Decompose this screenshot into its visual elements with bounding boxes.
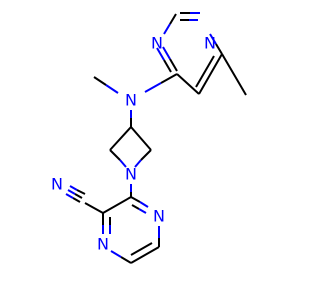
bond	[169, 13, 177, 25]
bond	[74, 193, 83, 199]
atom-label-pyrimidine-n-right: N	[204, 34, 216, 53]
atom-label-nitrile-n: N	[51, 175, 63, 194]
bond	[130, 196, 141, 203]
bond	[130, 242, 153, 256]
bond	[110, 250, 122, 258]
bond	[69, 185, 78, 191]
azetidine-ring	[109, 126, 152, 168]
nitrile-group	[65, 185, 104, 214]
bond	[84, 202, 104, 214]
bond	[109, 149, 121, 161]
bond	[156, 47, 165, 61]
atom-label-pyrazine-n-lower: N	[97, 235, 109, 254]
bond	[176, 73, 200, 95]
bond	[163, 23, 171, 35]
bond	[160, 73, 178, 84]
bond	[162, 46, 171, 60]
bond	[65, 193, 74, 199]
bond	[195, 55, 215, 88]
atom-label-amine-n: N	[125, 91, 137, 110]
bond	[130, 246, 160, 264]
bond	[93, 76, 107, 86]
pyrimidine-methyl-bond	[221, 53, 247, 96]
bond	[144, 82, 162, 93]
amine-bonds	[93, 73, 178, 127]
bond	[76, 189, 86, 195]
bond	[130, 126, 152, 151]
bond	[119, 159, 127, 168]
bond	[169, 58, 178, 72]
pyrazine-ring	[102, 196, 160, 264]
bond	[139, 201, 149, 208]
atom-label-azetidine-n: N	[125, 165, 137, 184]
bond	[131, 204, 140, 210]
bond	[134, 159, 142, 168]
pyrimidine-ring	[156, 12, 223, 95]
bond	[120, 256, 132, 264]
bond	[209, 33, 217, 45]
molecule-structure-diagram: N N N N N N N	[51, 12, 247, 264]
bond	[72, 197, 81, 203]
bond	[102, 196, 132, 214]
bond	[67, 189, 76, 195]
bond	[198, 53, 223, 95]
bond	[109, 126, 132, 151]
atom-label-pyrimidine-n-top: N	[151, 34, 163, 53]
bond	[138, 208, 147, 214]
bond	[105, 84, 119, 94]
bond	[140, 149, 152, 161]
atom-label-pyrazine-n-upper: N	[153, 207, 165, 226]
bond	[163, 59, 172, 73]
bond	[215, 43, 223, 55]
